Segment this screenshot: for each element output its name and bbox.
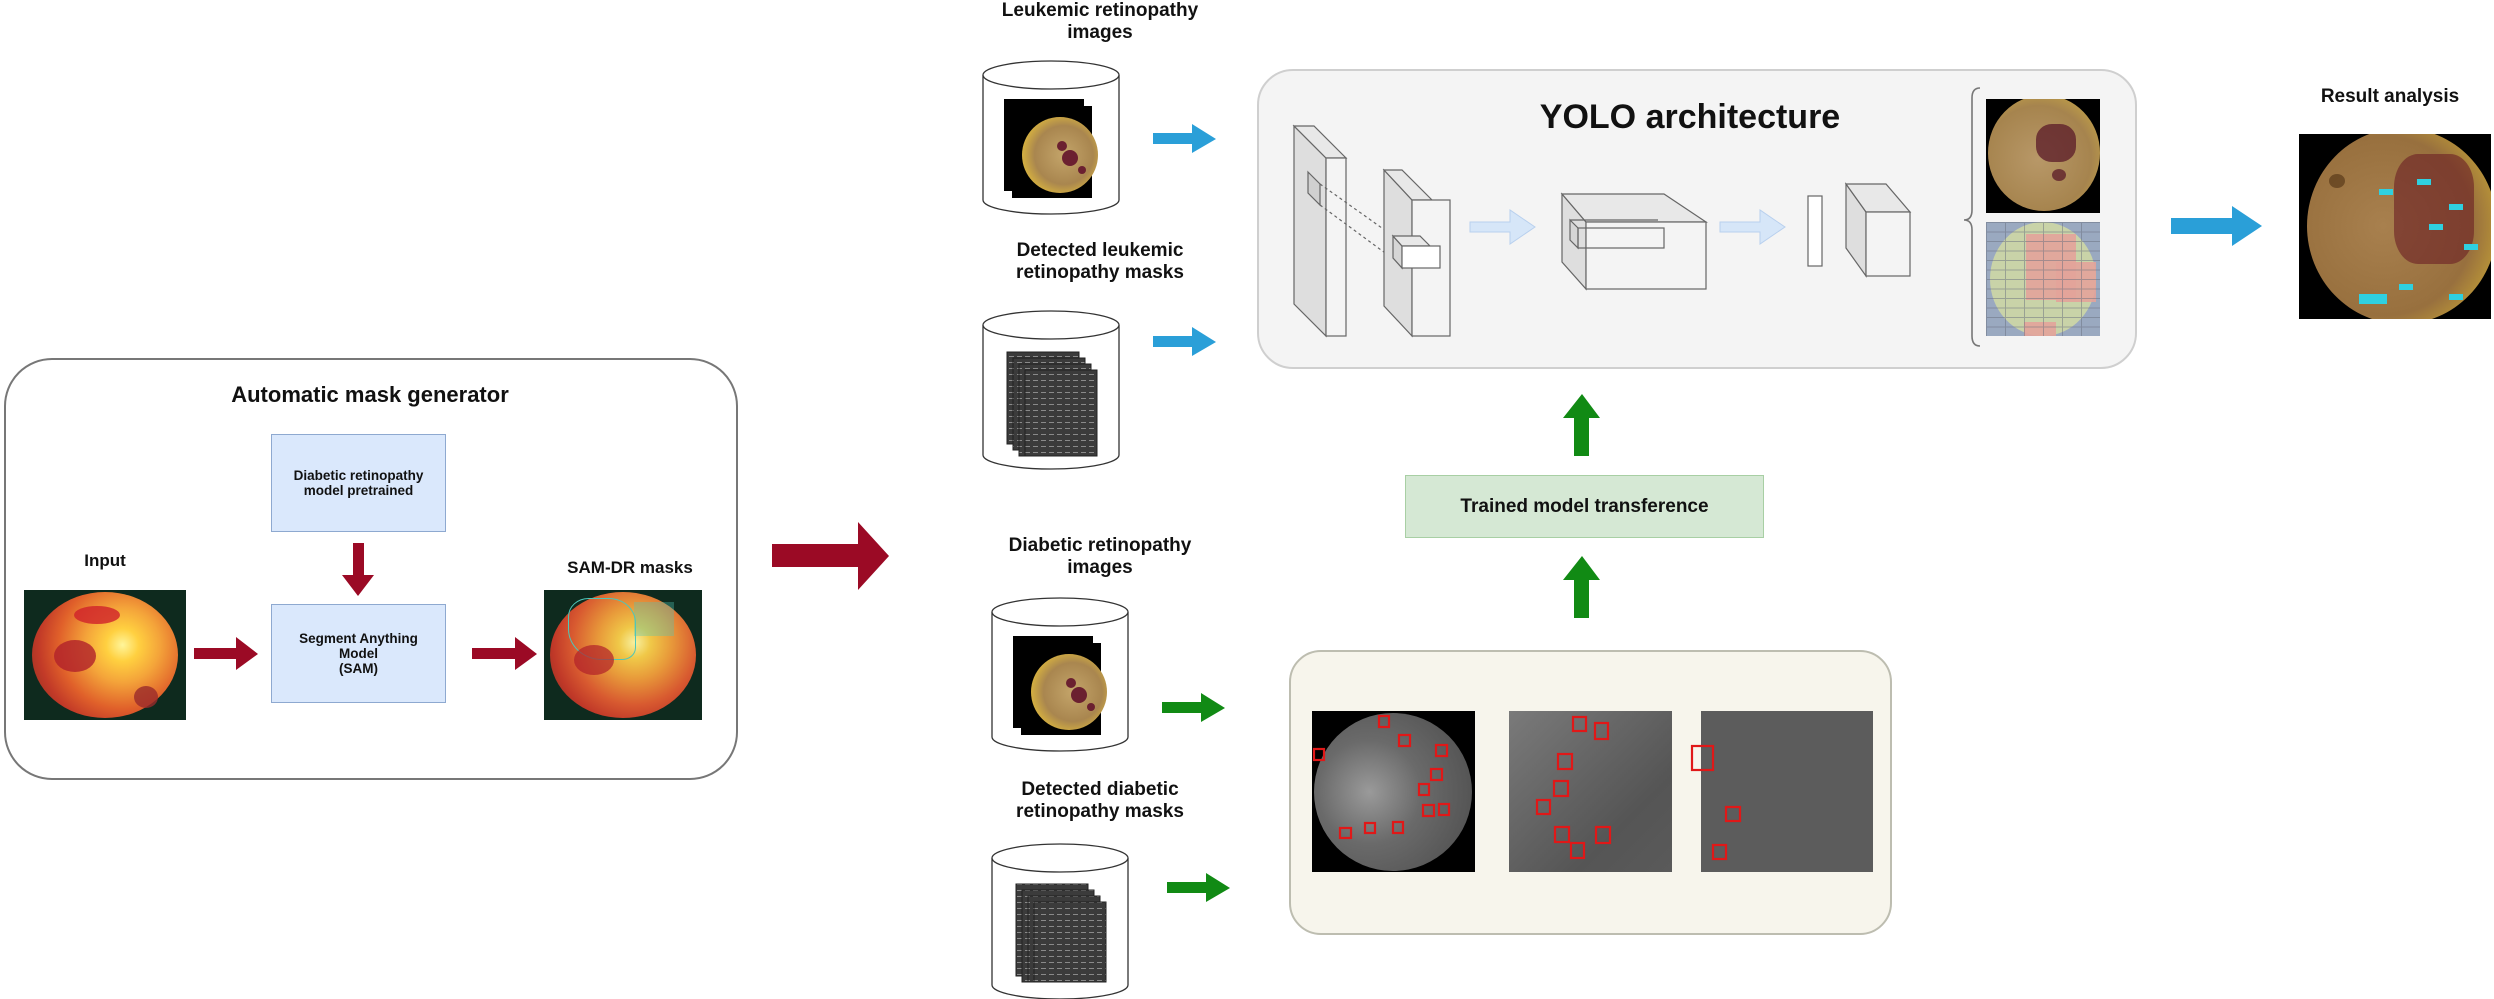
yolo-to-result-arrow: [2171, 206, 2262, 246]
leukemic-images-arrow: [1153, 124, 1216, 153]
sam-dr-mask-image: [544, 590, 702, 720]
pretrained-model-box: Diabetic retinopathy model pretrained: [271, 434, 446, 532]
result-analysis-image: [2299, 134, 2491, 319]
leukemic-masks-label-line-1: Detected leukemic: [1016, 240, 1184, 261]
detection-box: [1593, 721, 1610, 741]
leukemic-images-label-line-1: Leukemic retinopathy: [1001, 0, 1199, 21]
diabetic-images-label: Diabetic retinopathy images: [910, 535, 1290, 579]
detection-box: [1711, 843, 1728, 861]
diabetic-masks-label-line-2: retinopathy masks: [1016, 800, 1184, 822]
trained-model-transference-box: Trained model transference: [1405, 475, 1764, 538]
detection-box: [1535, 798, 1552, 816]
leukemic-masks-label: Detected leukemic retinopathy masks: [910, 240, 1290, 284]
diabetic-mask-file-stack: [1015, 883, 1107, 983]
fully-connected-layer: [1807, 195, 1823, 267]
sam-line-3: (SAM): [339, 661, 378, 676]
cnn-layer-1: [1292, 124, 1348, 338]
receptive-field-box-2: [1391, 234, 1441, 270]
detection-box: [1690, 744, 1715, 772]
result-analysis-title: Result analysis: [2320, 86, 2460, 107]
diabetic-images-label-line-2: images: [1067, 556, 1133, 578]
yolo-title: YOLO architecture: [1539, 98, 1841, 136]
diabetic-image-stack: [1013, 636, 1107, 735]
leukemic-mask-file-stack: [1006, 351, 1098, 457]
detection-box: [1417, 782, 1431, 797]
leukemic-images-database-icon: [982, 60, 1120, 215]
detection-box: [1363, 821, 1377, 835]
detection-box: [1556, 752, 1574, 771]
detection-box: [1338, 826, 1353, 840]
leukemic-image-stack: [1004, 99, 1098, 198]
detection-box: [1434, 743, 1449, 758]
pretrained-model-line-1: Diabetic retinopathy: [293, 468, 424, 483]
input-to-sam-arrow: [194, 637, 258, 670]
pretrained-model-line-2: model pretrained: [303, 483, 414, 498]
yolo-inner-arrow-2: [1719, 209, 1786, 245]
detection-box: [1569, 841, 1586, 860]
cnn-layer-3: [1560, 192, 1708, 291]
detection-box: [1397, 733, 1412, 748]
diabetic-images-label-line-1: Diabetic retinopathy: [1008, 535, 1192, 556]
leukemic-images-label-line-2: images: [1067, 21, 1133, 43]
detection-box: [1594, 825, 1612, 845]
detection-box: [1312, 747, 1326, 762]
leukemic-masks-database-icon: [982, 310, 1120, 470]
sam-box: Segment Anything Model (SAM): [271, 604, 446, 703]
dr-panel-to-transfer-arrow: [1563, 556, 1600, 618]
diabetic-masks-arrow: [1167, 873, 1230, 902]
diabetic-masks-label: Detected diabetic retinopathy masks: [910, 779, 1290, 823]
transfer-to-yolo-arrow: [1563, 394, 1600, 456]
sam-line-2: Model: [339, 646, 378, 661]
leukemic-masks-label-line-2: retinopathy masks: [1016, 261, 1184, 283]
dr-detection-image-1: [1312, 711, 1475, 872]
detection-box: [1437, 802, 1451, 817]
detection-box: [1421, 803, 1436, 818]
detection-box: [1552, 779, 1570, 798]
detection-box: [1377, 714, 1391, 729]
input-label: Input: [84, 551, 126, 570]
leukemic-images-label: Leukemic retinopathy images: [910, 0, 1290, 44]
input-fundus-image: [24, 590, 186, 720]
sam-to-output-arrow: [472, 637, 537, 670]
detection-box: [1429, 767, 1444, 782]
pretrained-to-sam-arrow: [342, 543, 374, 596]
output-tensor-cube: [1844, 182, 1912, 278]
sam-line-1: Segment Anything: [299, 631, 418, 646]
leukemic-masks-arrow: [1153, 327, 1216, 356]
dr-detection-image-3: [1701, 711, 1873, 872]
detection-box: [1553, 825, 1571, 844]
yolo-output-fundus-image: [1986, 99, 2100, 213]
detection-box: [1724, 805, 1742, 823]
main-red-arrow: [772, 522, 889, 590]
yolo-grid-prediction-image: [1986, 222, 2100, 336]
sam-dr-masks-label: SAM-DR masks: [567, 558, 693, 577]
detection-box: [1391, 820, 1405, 835]
yolo-inner-arrow-1: [1469, 209, 1536, 245]
diabetic-masks-label-line-1: Detected diabetic: [1021, 779, 1179, 800]
dr-detection-image-2: [1509, 711, 1672, 872]
trained-model-transference-label: Trained model transference: [1460, 495, 1709, 517]
output-brace: [1963, 87, 1981, 347]
diabetic-images-arrow: [1162, 693, 1225, 722]
diabetic-masks-database-icon: [991, 843, 1129, 999]
diabetic-images-database-icon: [991, 597, 1129, 752]
detection-box: [1571, 715, 1588, 733]
mask-generator-title: Automatic mask generator: [231, 382, 509, 407]
